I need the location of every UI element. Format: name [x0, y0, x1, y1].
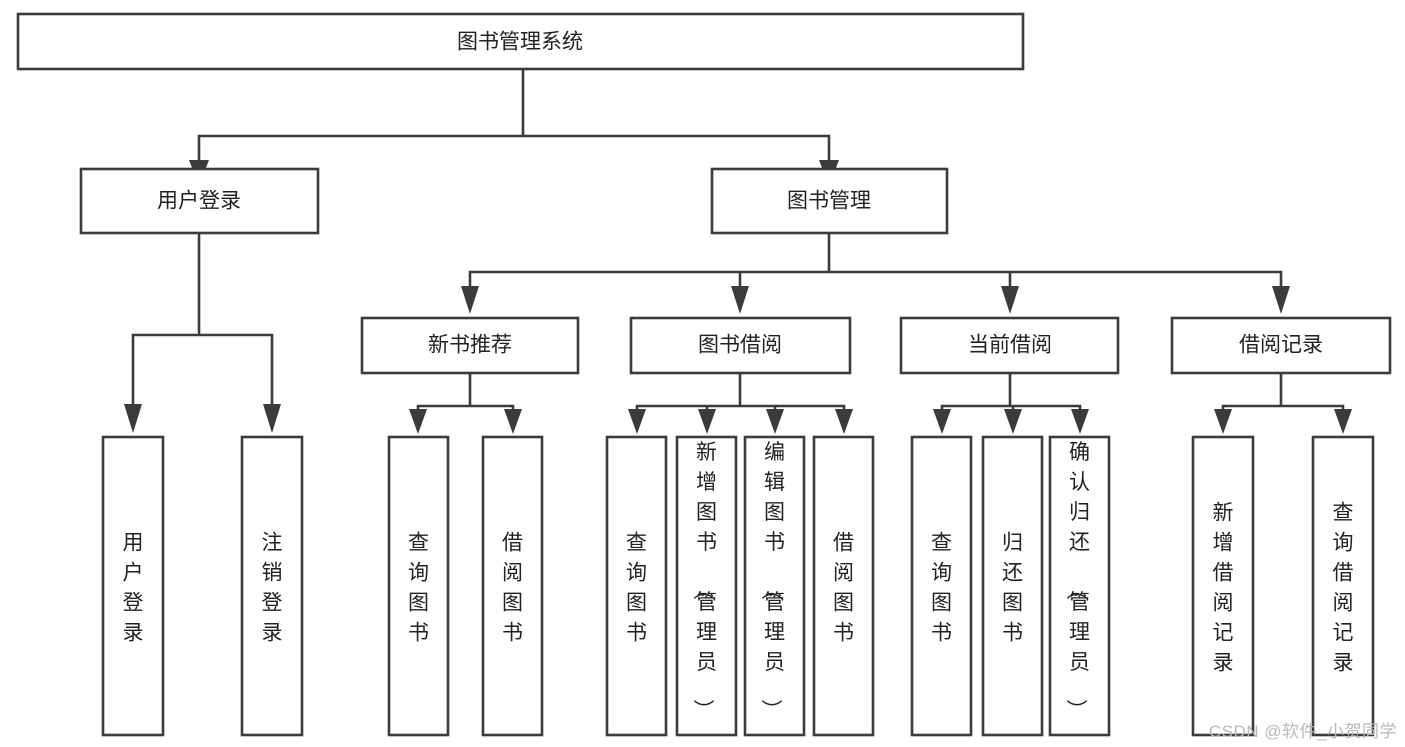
leaf-query-book-1-box[interactable] — [387, 435, 450, 737]
arrow-to-leaf-query-book-3 — [933, 409, 951, 434]
node-book-manage[interactable]: 图书管理 — [710, 167, 949, 235]
edge-current-borrow-split — [940, 371, 1082, 414]
arrow-to-leaf-add-record — [1214, 409, 1232, 434]
leaf-return-book-label: 归还图书 — [1002, 531, 1023, 644]
arrow-to-leaf-query-record — [1334, 409, 1352, 434]
leaf-borrow-book-2-label: 借阅图书 — [833, 531, 854, 644]
borrow-record-box[interactable] — [1170, 316, 1392, 375]
new-book-rec-box[interactable] — [360, 316, 580, 375]
edge-new-book-rec-split — [416, 371, 515, 414]
edge-book-borrow-split — [635, 371, 846, 414]
node-root[interactable]: 图书管理系统 — [16, 12, 1025, 71]
leaf-query-book-2-label: 查询图书 — [626, 531, 647, 644]
leaf-query-record-label: 查询借阅记录 — [1333, 501, 1354, 674]
arrow-to-current-borrow — [1001, 286, 1019, 314]
node-leaf-return-book[interactable]: 归还图书 — [981, 435, 1044, 737]
leaf-user-login-label: 用户登录 — [123, 531, 144, 644]
arrow-to-leaf-add-book — [698, 409, 716, 434]
node-leaf-query-book-3[interactable]: 查询图书 — [910, 435, 973, 737]
arrow-to-book-borrow — [731, 286, 749, 314]
leaf-query-book-3-box[interactable] — [910, 435, 973, 737]
node-leaf-add-book[interactable]: 新增图书（管理员） — [675, 435, 738, 737]
leaf-query-record-box[interactable] — [1311, 435, 1375, 737]
current-borrow-label: 当前借阅 — [968, 334, 1052, 357]
new-book-rec-label: 新书推荐 — [428, 334, 512, 357]
node-leaf-add-record[interactable]: 新增借阅记录 — [1191, 435, 1255, 737]
leaf-borrow-book-2-box[interactable] — [812, 435, 875, 737]
leaf-add-book-label: 新增图书（管理员） — [691, 441, 717, 720]
edge-user-login-split — [131, 231, 274, 407]
leaf-edit-book-box[interactable] — [743, 435, 806, 737]
arrow-to-leaf-confirm-return — [1071, 409, 1089, 434]
leaf-confirm-return-label: 确认归还（管理员） — [1064, 441, 1090, 720]
node-leaf-edit-book[interactable]: 编辑图书（管理员） — [743, 435, 806, 737]
leaf-query-book-2-box[interactable] — [605, 435, 668, 737]
node-book-borrow[interactable]: 图书借阅 — [629, 316, 852, 375]
node-leaf-query-book-1[interactable]: 查询图书 — [387, 435, 450, 737]
leaf-confirm-return-box[interactable] — [1048, 435, 1111, 737]
leaf-query-book-1-label: 查询图书 — [408, 531, 429, 644]
edge-borrow-record-split — [1221, 371, 1345, 414]
arrow-to-borrow-record — [1272, 286, 1290, 314]
arrow-to-leaf-borrow-book-2 — [835, 409, 853, 434]
arrow-to-leaf-user-logout — [263, 404, 281, 433]
leaf-add-record-label: 新增借阅记录 — [1213, 501, 1234, 674]
leaf-borrow-book-1-box[interactable] — [481, 435, 544, 737]
borrow-record-label: 借阅记录 — [1239, 334, 1323, 357]
leaf-query-book-3-label: 查询图书 — [931, 531, 952, 644]
leaf-add-book-box[interactable] — [675, 435, 738, 737]
edge-book-manage-split — [468, 231, 1283, 292]
node-new-book-rec[interactable]: 新书推荐 — [360, 316, 580, 375]
connector-layer — [124, 67, 1352, 434]
root-box[interactable] — [16, 12, 1025, 71]
node-leaf-confirm-return[interactable]: 确认归还（管理员） — [1048, 435, 1111, 737]
arrow-to-leaf-query-book-2 — [628, 409, 646, 434]
leaf-edit-book-label: 编辑图书（管理员） — [759, 441, 785, 720]
node-current-borrow[interactable]: 当前借阅 — [899, 316, 1120, 375]
arrow-to-leaf-edit-book — [766, 409, 784, 434]
node-borrow-record[interactable]: 借阅记录 — [1170, 316, 1392, 375]
leaf-return-book-box[interactable] — [981, 435, 1044, 737]
book-borrow-box[interactable] — [629, 316, 852, 375]
leaf-borrow-book-1-label: 借阅图书 — [502, 531, 523, 644]
node-leaf-query-record[interactable]: 查询借阅记录 — [1311, 435, 1375, 737]
node-leaf-user-login[interactable]: 用户登录 — [101, 435, 165, 737]
node-leaf-query-book-2[interactable]: 查询图书 — [605, 435, 668, 737]
arrow-to-leaf-query-book-1 — [409, 409, 427, 434]
arrow-to-leaf-return-book — [1004, 409, 1022, 434]
user-login-label: 用户登录 — [157, 190, 241, 213]
arrow-to-leaf-borrow-book-1 — [504, 409, 522, 434]
leaf-user-logout-box[interactable] — [240, 435, 304, 737]
edge-root-split — [197, 67, 831, 164]
arrow-to-new-book-rec — [461, 286, 479, 314]
node-leaf-user-logout[interactable]: 注销登录 — [240, 435, 304, 737]
node-leaf-borrow-book-2[interactable]: 借阅图书 — [812, 435, 875, 737]
node-leaf-borrow-book-1[interactable]: 借阅图书 — [481, 435, 544, 737]
current-borrow-box[interactable] — [899, 316, 1120, 375]
node-user-login[interactable]: 用户登录 — [79, 167, 320, 235]
book-manage-label: 图书管理 — [787, 190, 871, 213]
leaf-add-record-box[interactable] — [1191, 435, 1255, 737]
book-borrow-label: 图书借阅 — [698, 334, 782, 357]
leaf-user-logout-label: 注销登录 — [262, 531, 283, 644]
book-manage-box[interactable] — [710, 167, 949, 235]
arrow-to-leaf-user-login — [124, 404, 142, 433]
user-login-box[interactable] — [79, 167, 320, 235]
root-label: 图书管理系统 — [457, 31, 583, 54]
leaf-user-login-box[interactable] — [101, 435, 165, 737]
